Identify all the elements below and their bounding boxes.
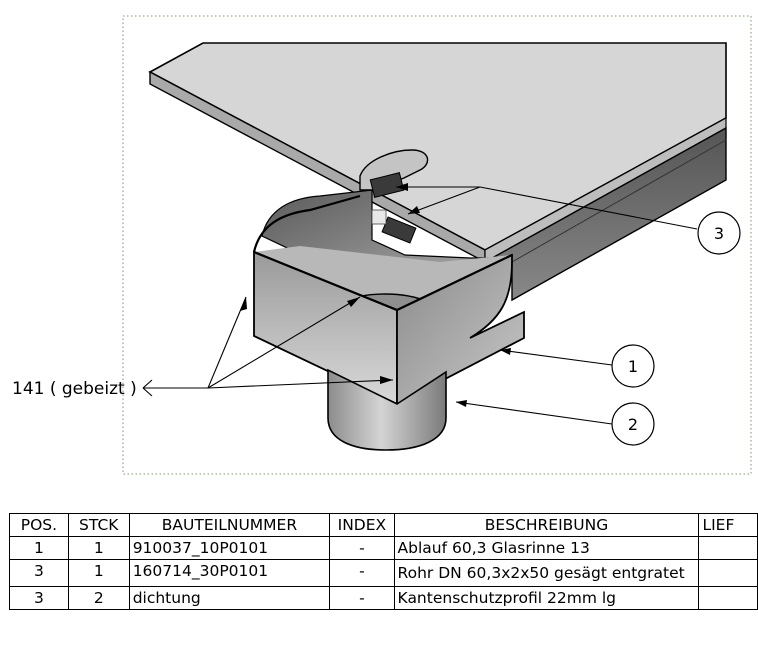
leader-lines — [142, 186, 698, 425]
glass-plate — [148, 42, 727, 302]
balloon-2-label: 2 — [628, 415, 638, 434]
cell-part: dichtung — [128, 586, 331, 610]
leader-arrowheads — [240, 183, 511, 407]
cell-index: - — [329, 536, 395, 560]
view-frame — [122, 15, 752, 475]
header-index: INDEX — [329, 513, 395, 537]
drain-body — [252, 149, 525, 451]
header-bauteilnummer: BAUTEILNUMMER — [128, 513, 331, 537]
header-pos: POS. — [9, 513, 69, 537]
cell-part: 910037_10P0101 — [128, 536, 331, 560]
table-row: 3 2 dichtung - Kantenschutzprofil 22mm l… — [9, 586, 758, 610]
cell-index: - — [329, 559, 395, 587]
header-beschreibung: BESCHREIBUNG — [393, 513, 700, 537]
cell-stck: 1 — [67, 559, 130, 587]
cell-part: 160714_30P0101 — [128, 559, 331, 587]
table-row: 1 1 910037_10P0101 - Ablauf 60,3 Glasrin… — [9, 536, 758, 560]
balloon-3: 3 — [697, 211, 741, 255]
technical-drawing: 141 ( gebeizt ) 1 2 3 — [12, 15, 752, 475]
cell-pos: 3 — [9, 559, 69, 587]
cell-desc: Rohr DN 60,3x2x50 gesägt entgratet — [393, 559, 700, 587]
cell-lief — [698, 586, 758, 610]
cell-lief — [698, 559, 758, 587]
header-lief: LIEF — [698, 513, 758, 537]
bom-header-row: POS. STCK BAUTEILNUMMER INDEX BESCHREIBU… — [9, 513, 758, 537]
cell-stck: 1 — [67, 536, 130, 560]
table-row: 3 1 160714_30P0101 - Rohr DN 60,3x2x50 g… — [9, 559, 758, 587]
balloon-3-label: 3 — [714, 224, 724, 243]
balloon-1: 1 — [611, 344, 655, 388]
bill-of-materials-table: POS. STCK BAUTEILNUMMER INDEX BESCHREIBU… — [9, 513, 758, 610]
header-stck: STCK — [67, 513, 130, 537]
cell-pos: 3 — [9, 586, 69, 610]
balloon-1-label: 1 — [628, 357, 638, 376]
cell-index: - — [329, 586, 395, 610]
cell-lief — [698, 536, 758, 560]
balloon-2: 2 — [611, 402, 655, 446]
cell-desc: Ablauf 60,3 Glasrinne 13 — [393, 536, 700, 560]
material-callout: 141 ( gebeizt ) — [12, 379, 137, 399]
cell-stck: 2 — [67, 586, 130, 610]
cell-pos: 1 — [9, 536, 69, 560]
cell-desc: Kantenschutzprofil 22mm lg — [393, 586, 700, 610]
